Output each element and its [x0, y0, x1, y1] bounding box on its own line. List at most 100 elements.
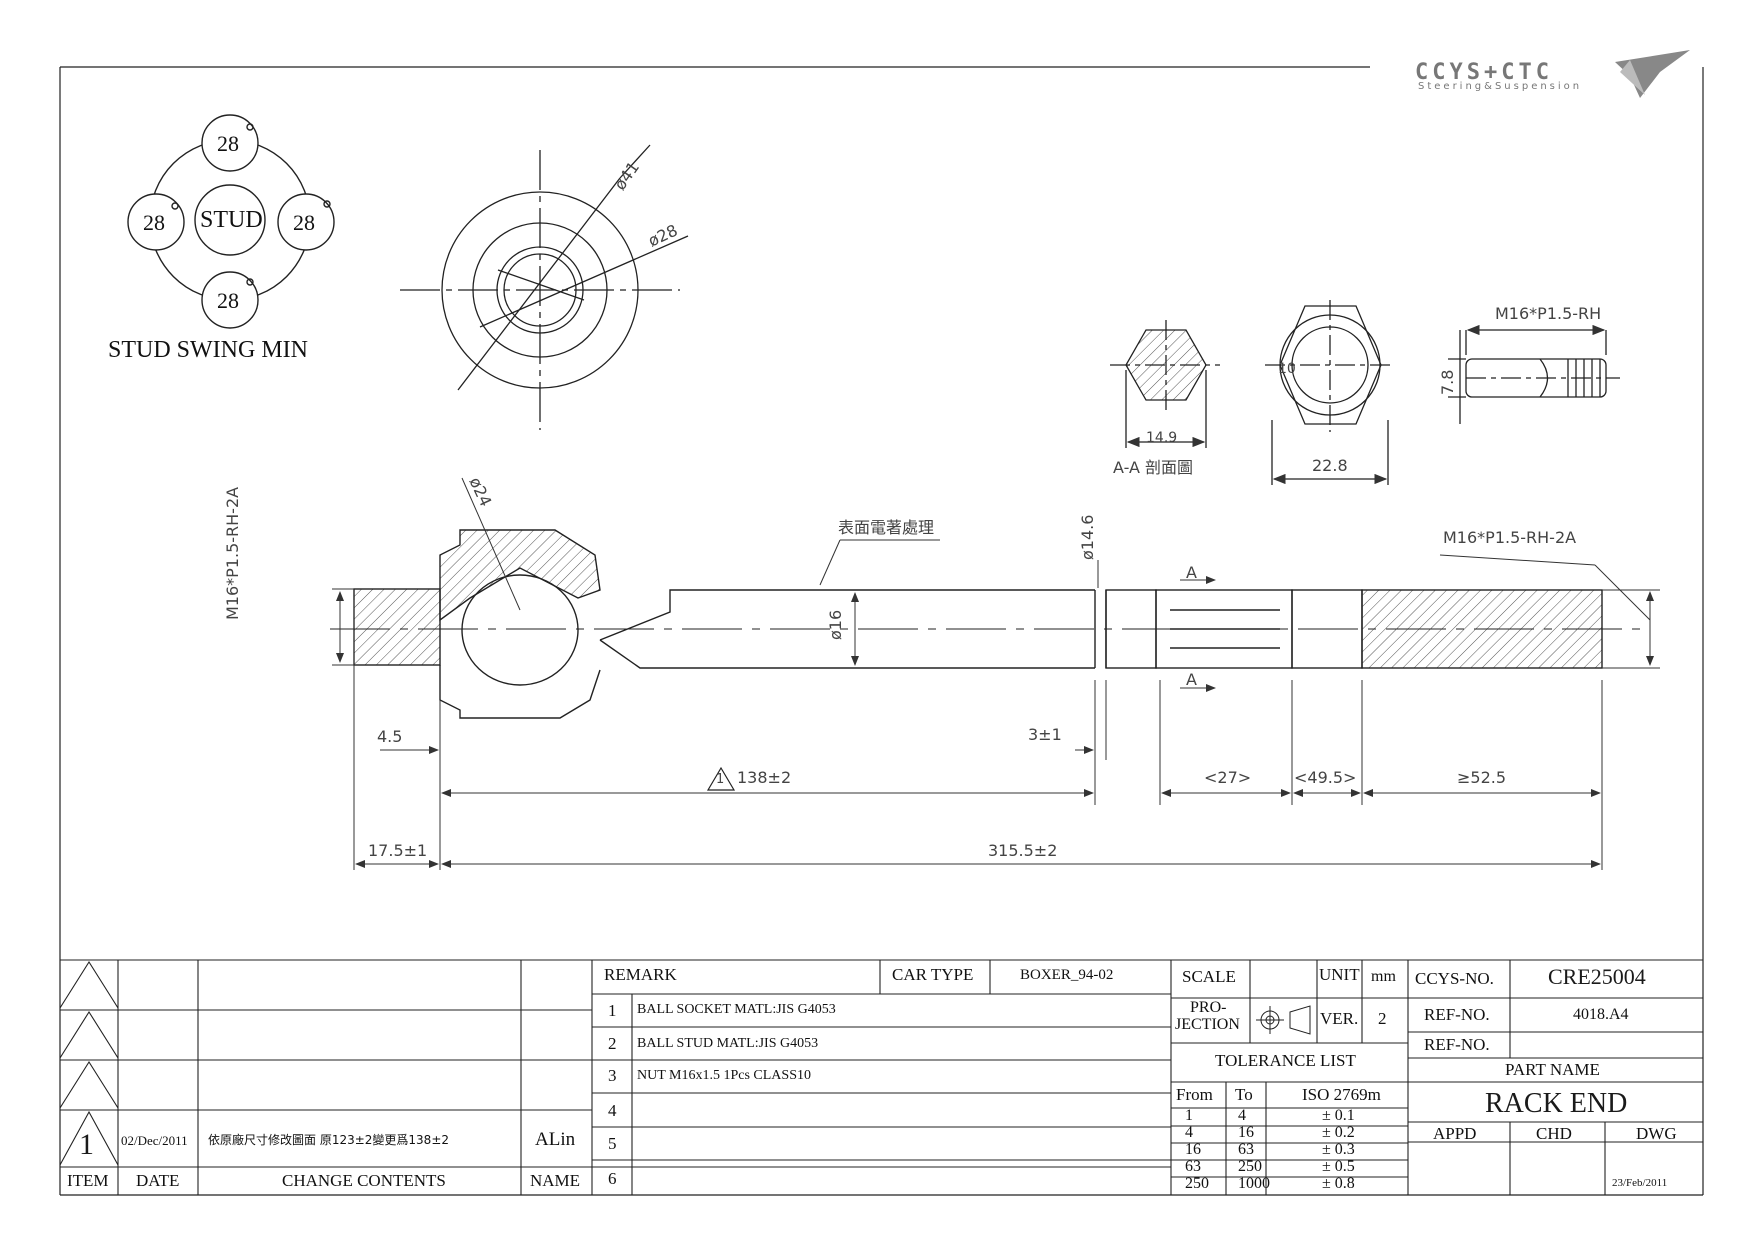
tolerance-cell: ± 0.2	[1322, 1124, 1355, 1141]
tolerance-cell: ± 0.1	[1322, 1107, 1355, 1124]
dim-neck-dia: ø14.6	[1078, 514, 1097, 560]
ccys-no-label: CCYS-NO.	[1415, 969, 1494, 988]
remark-text-1: BALL SOCKET MATL:JIS G4053	[637, 1002, 836, 1017]
remark-no-6: 6	[608, 1169, 617, 1188]
ref-no-label-2: REF-NO.	[1424, 1035, 1490, 1054]
tolerance-cell: 1	[1185, 1107, 1193, 1124]
tol-header-from: From	[1176, 1085, 1213, 1104]
header-date: DATE	[136, 1171, 180, 1190]
stud-swing-diagram	[127, 114, 335, 329]
scale-label: SCALE	[1182, 967, 1236, 986]
dim-flat-14-9: 14.9	[1146, 430, 1178, 446]
dim-thread-right: M16*P1.5-RH-2A	[1443, 528, 1577, 547]
tolerance-cell: 4	[1185, 1124, 1193, 1141]
dim-52-5: ≥52.5	[1457, 768, 1507, 787]
tolerance-cell: 16	[1185, 1141, 1201, 1158]
revision-triangle-icon	[706, 766, 736, 791]
unit-value: mm	[1371, 968, 1396, 985]
tol-header-to: To	[1235, 1085, 1253, 1104]
rack-end-main-view	[330, 529, 1640, 719]
tolerance-cell: 250	[1238, 1158, 1262, 1175]
dim-49-5: <49.5>	[1294, 768, 1357, 787]
revision-mark-1: 1	[716, 772, 725, 787]
ref-no-label-1: REF-NO.	[1424, 1005, 1490, 1024]
section-a-top: A	[1186, 563, 1197, 582]
projection-symbol-icon	[1256, 1005, 1311, 1035]
header-change-contents: CHANGE CONTENTS	[282, 1171, 446, 1190]
remark-text-2: BALL STUD MATL:JIS G4053	[637, 1036, 819, 1051]
car-type-label: CAR TYPE	[892, 965, 974, 984]
tolerance-cell: 1000	[1238, 1175, 1270, 1192]
unit-label: UNIT	[1319, 965, 1360, 984]
dim-shaft-dia: ø16	[826, 609, 845, 640]
stud-swing-down-value: 28	[217, 288, 239, 313]
tolerance-cell: 63	[1238, 1141, 1254, 1158]
ccys-no-value: CRE25004	[1548, 964, 1646, 989]
remark-text-3: NUT M16x1.5 1Pcs CLASS10	[637, 1068, 811, 1083]
dim-4-5: 4.5	[377, 727, 403, 746]
part-name-value: RACK END	[1485, 1088, 1628, 1119]
title-block-grid	[60, 959, 1703, 1195]
projection-label-2: JECTION	[1175, 1016, 1240, 1033]
tolerance-cell: 63	[1185, 1158, 1201, 1175]
tolerance-cell: ± 0.8	[1322, 1175, 1355, 1192]
stud-swing-up-value: 28	[217, 131, 239, 156]
dim-17-5: 17.5±1	[368, 841, 428, 860]
part-name-label: PART NAME	[1505, 1060, 1600, 1079]
car-type-value: BOXER_94-02	[1020, 967, 1114, 983]
remark-no-1: 1	[608, 1001, 617, 1020]
header-item: ITEM	[67, 1171, 109, 1190]
company-logo-subtitle: Steering&Suspension	[1418, 81, 1583, 92]
section-a-bottom: A	[1186, 670, 1197, 689]
remark-no-2: 2	[608, 1034, 617, 1053]
section-aa-view	[1110, 320, 1220, 448]
projection-label-1: PRO-	[1190, 999, 1227, 1016]
drawing-date: 23/Feb/2011	[1612, 1177, 1668, 1189]
logo-icon	[1615, 50, 1690, 98]
dim-315-5: 315.5±2	[988, 841, 1058, 860]
dim-138: 138±2	[737, 768, 792, 787]
header-name: NAME	[530, 1171, 581, 1190]
dim-hex-10: 10	[1278, 361, 1296, 377]
dim-thread-left: M16*P1.5-RH-2A	[223, 486, 242, 620]
dim-hex-22-8: 22.8	[1312, 456, 1348, 475]
tolerance-cell: 16	[1238, 1124, 1254, 1141]
chd-label: CHD	[1536, 1124, 1572, 1143]
dim-nut-thread: M16*P1.5-RH	[1495, 304, 1602, 323]
remark-no-4: 4	[608, 1101, 617, 1120]
hex-nut-view	[1265, 300, 1395, 485]
ver-value: 2	[1378, 1009, 1387, 1028]
dimension-lines	[332, 477, 1660, 870]
surface-treatment-note: 表面電著處理	[838, 518, 935, 537]
stud-label: STUD	[200, 207, 263, 233]
appd-label: APPD	[1433, 1124, 1477, 1143]
socket-end-view	[400, 144, 689, 430]
revision-item-1: 1	[79, 1128, 94, 1161]
dim-3: 3±1	[1028, 725, 1062, 744]
tolerance-cell: 4	[1238, 1107, 1246, 1124]
tolerance-title: TOLERANCE LIST	[1215, 1051, 1356, 1070]
dwg-label: DWG	[1636, 1124, 1677, 1143]
revision-name-1: ALin	[535, 1129, 576, 1150]
remark-header: REMARK	[604, 965, 677, 984]
dim-27: <27>	[1204, 768, 1252, 787]
stud-swing-left-value: 28	[143, 210, 165, 235]
nut-side-view	[1448, 324, 1620, 424]
stud-swing-caption: STUD SWING MIN	[108, 337, 308, 363]
ver-label: VER.	[1320, 1009, 1359, 1028]
remark-no-3: 3	[608, 1066, 617, 1085]
ref-no-value-1: 4018.A4	[1573, 1006, 1629, 1023]
tolerance-cell: ± 0.5	[1322, 1158, 1355, 1175]
revision-date-1: 02/Dec/2011	[121, 1133, 188, 1148]
company-logo: CCYS+CTC	[1415, 60, 1553, 85]
revision-content-1: 依原廠尺寸修改圖面 原123±2變更爲138±2	[208, 1133, 450, 1147]
dim-nut-7-8: 7.8	[1438, 369, 1457, 395]
section-aa-label: A-A 剖面圖	[1113, 458, 1194, 477]
tol-header-iso: ISO 2769m	[1302, 1085, 1381, 1104]
stud-swing-right-value: 28	[293, 210, 315, 235]
remark-no-5: 5	[608, 1134, 617, 1153]
revision-triangle-markers	[59, 960, 119, 1166]
tolerance-cell: ± 0.3	[1322, 1141, 1355, 1158]
tolerance-cell: 250	[1185, 1175, 1209, 1192]
